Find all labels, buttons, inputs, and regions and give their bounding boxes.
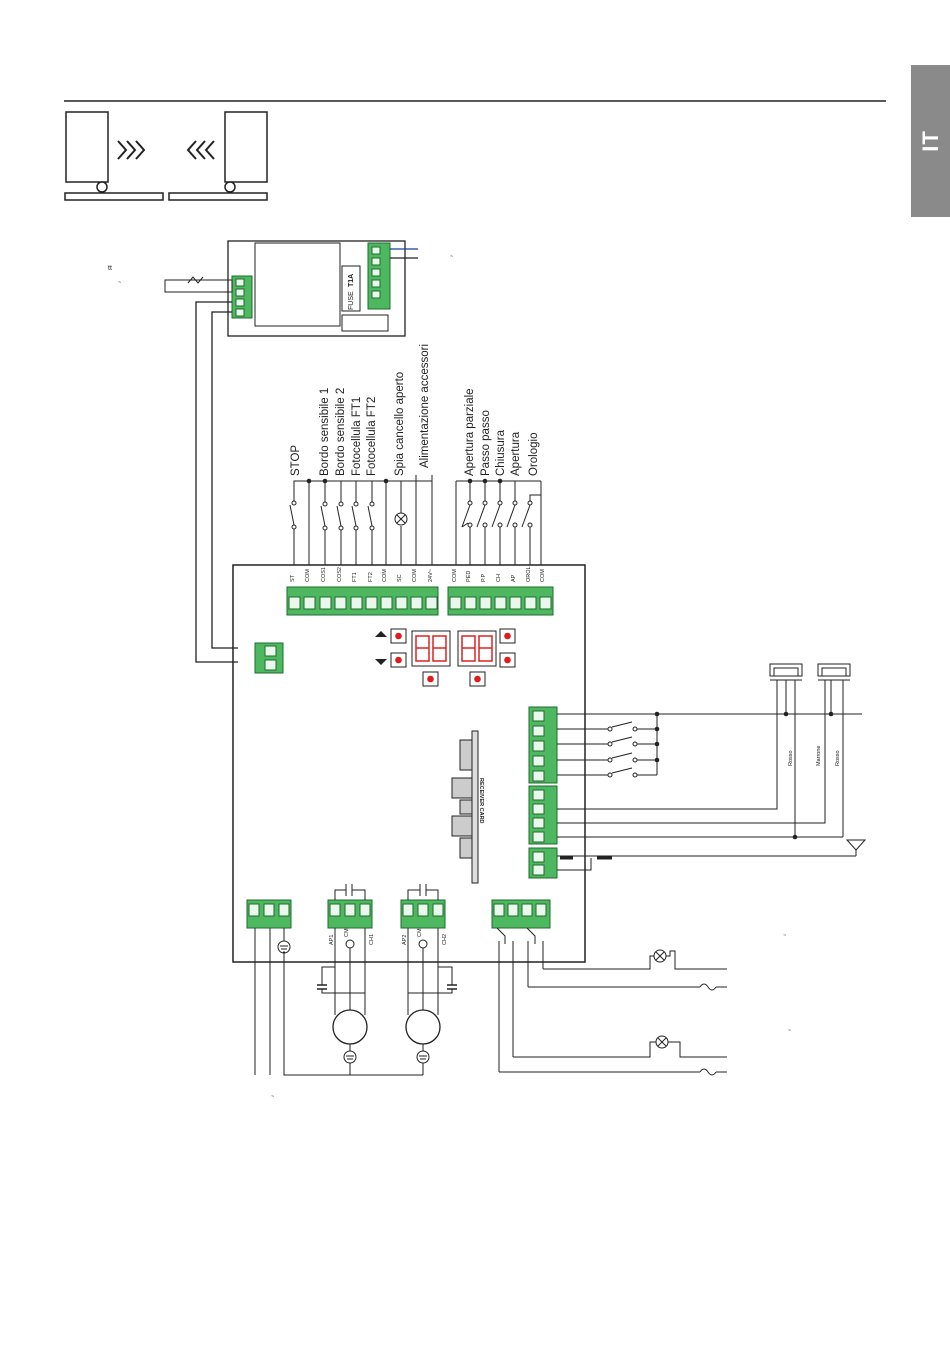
code-orol: OROL: [526, 566, 532, 582]
mains-terminal-block: [246, 899, 292, 929]
lamp-wiring: ~ ~: [496, 927, 791, 1076]
arrow-down-icon: [375, 659, 387, 665]
code-ap1: AP1: [329, 935, 335, 945]
code-ap: AP: [511, 574, 517, 582]
encoder-terminal-block: [528, 785, 558, 845]
antenna-terminal-block: [528, 847, 558, 879]
motor1-terminal-block: [327, 899, 373, 929]
button-right-bottom[interactable]: [499, 652, 516, 668]
code-ped: PED: [466, 571, 472, 582]
label-alimentazione-accessori: Alimentazione accessori: [419, 344, 431, 468]
mains-tilde: ~: [271, 1094, 274, 1100]
motor-2-icon: [405, 1009, 441, 1045]
power-input-tilde: ~: [450, 254, 453, 260]
code-ft2: FT2: [368, 572, 374, 582]
antenna-icon: [845, 839, 867, 856]
motor-2: [405, 928, 457, 1075]
terminal-codes: ST COM COS1 COS2 FT1 FT2 COM SC COM 24V~…: [290, 566, 546, 582]
code-sc: SC: [397, 574, 403, 582]
code-com-4: COM: [452, 569, 458, 582]
input-terminal-block-left: [286, 586, 439, 616]
label-fotocellula-ft1: Fotocellula FT1: [351, 397, 363, 476]
motor1-capacitor: [334, 884, 366, 900]
encoder-sensor-2: [817, 663, 851, 681]
code-ap2: AP2: [402, 935, 408, 945]
mains-wiring: ~: [254, 928, 423, 1100]
label-orologio: Orologio: [528, 433, 540, 476]
fuse-label: FUSE: [348, 291, 355, 310]
power-supply-module: FUSE T1A ~: [227, 240, 453, 337]
display-panel: [375, 628, 516, 687]
receiver-card-label: RECEIVER CARD: [478, 778, 484, 824]
input-wiring: [289, 475, 542, 565]
code-ch: CH: [496, 574, 502, 582]
lamp-terminal-block: [491, 899, 551, 929]
arrow-up-icon: [375, 631, 387, 637]
code-24v: 24V~: [428, 569, 434, 582]
control-board: [232, 564, 586, 963]
label-passo-passo: Passo passo: [480, 410, 492, 476]
safety-terminal-block: [528, 706, 558, 784]
label-spia-cancello-aperto: Spia cancello aperto: [394, 372, 406, 476]
wire-color-rosso-2: Rosso: [835, 750, 841, 766]
label-bordo-sensibile-2: Bordo sensibile 2: [335, 388, 347, 476]
ground-icon: [277, 940, 291, 954]
input-labels: STOP Bordo sensibile 1 Bordo sensibile 2…: [290, 344, 540, 476]
down-button[interactable]: [390, 652, 407, 668]
code-cm-1: CM: [344, 928, 350, 937]
button-bottom-right[interactable]: [469, 671, 486, 687]
code-ch1: CH1: [369, 934, 375, 945]
code-cm-2: CM: [417, 928, 423, 937]
receiver-card: RECEIVER CARD: [451, 730, 484, 884]
right-wiring: [557, 680, 867, 871]
motor-1: [317, 928, 368, 1075]
code-com-3: COM: [412, 569, 418, 582]
code-com-2: COM: [382, 569, 388, 582]
board-power-terminal: [254, 642, 284, 674]
code-pp: P.P: [481, 574, 487, 582]
seven-segment-display-right: [457, 630, 497, 667]
code-st: ST: [290, 574, 296, 582]
fuse-value: T1A: [348, 274, 355, 287]
label-apertura: Apertura: [510, 431, 522, 476]
fuse-label-box: FUSE T1A: [341, 265, 361, 312]
transformer: tt ~: [108, 265, 238, 663]
motor2-terminal-block: [400, 899, 446, 929]
encoder-sensor-1: [769, 663, 803, 681]
label-stop: STOP: [290, 445, 302, 476]
language-tab: IT: [911, 65, 950, 217]
power-input-terminal: [367, 242, 391, 310]
code-cos2: COS2: [337, 567, 343, 582]
wire-color-rosso-1: Rosso: [788, 750, 794, 766]
lamp-tilde-2: ~: [788, 1028, 791, 1034]
up-button[interactable]: [390, 628, 407, 644]
transformer-tilde: ~: [118, 280, 121, 286]
input-terminal-block-right: [447, 586, 554, 616]
transformer-terminal: [231, 275, 253, 319]
wire-color-marrone: Marrone: [816, 746, 822, 766]
code-com-5: COM: [540, 569, 546, 582]
lamp-tilde-1: ~: [783, 933, 786, 939]
label-apertura-parziale: Apertura parziale: [464, 388, 476, 476]
label-fotocellula-ft2: Fotocellula FT2: [366, 397, 378, 476]
label-chiusura: Chiusura: [495, 429, 507, 476]
code-com-1: COM: [305, 569, 311, 582]
code-ft1: FT1: [352, 572, 358, 582]
seven-segment-display-left: [411, 630, 451, 667]
code-ch2: CH2: [442, 934, 448, 945]
sliding-gate-icon: [64, 111, 268, 201]
label-bordo-sensibile-1: Bordo sensibile 1: [319, 388, 331, 476]
motor2-capacitor: [407, 884, 439, 900]
motor-1-icon: [332, 1009, 368, 1045]
button-right-top[interactable]: [499, 628, 516, 644]
code-cos1: COS1: [321, 567, 327, 582]
transformer-label: tt: [108, 265, 112, 272]
button-bottom-left[interactable]: [422, 671, 439, 687]
